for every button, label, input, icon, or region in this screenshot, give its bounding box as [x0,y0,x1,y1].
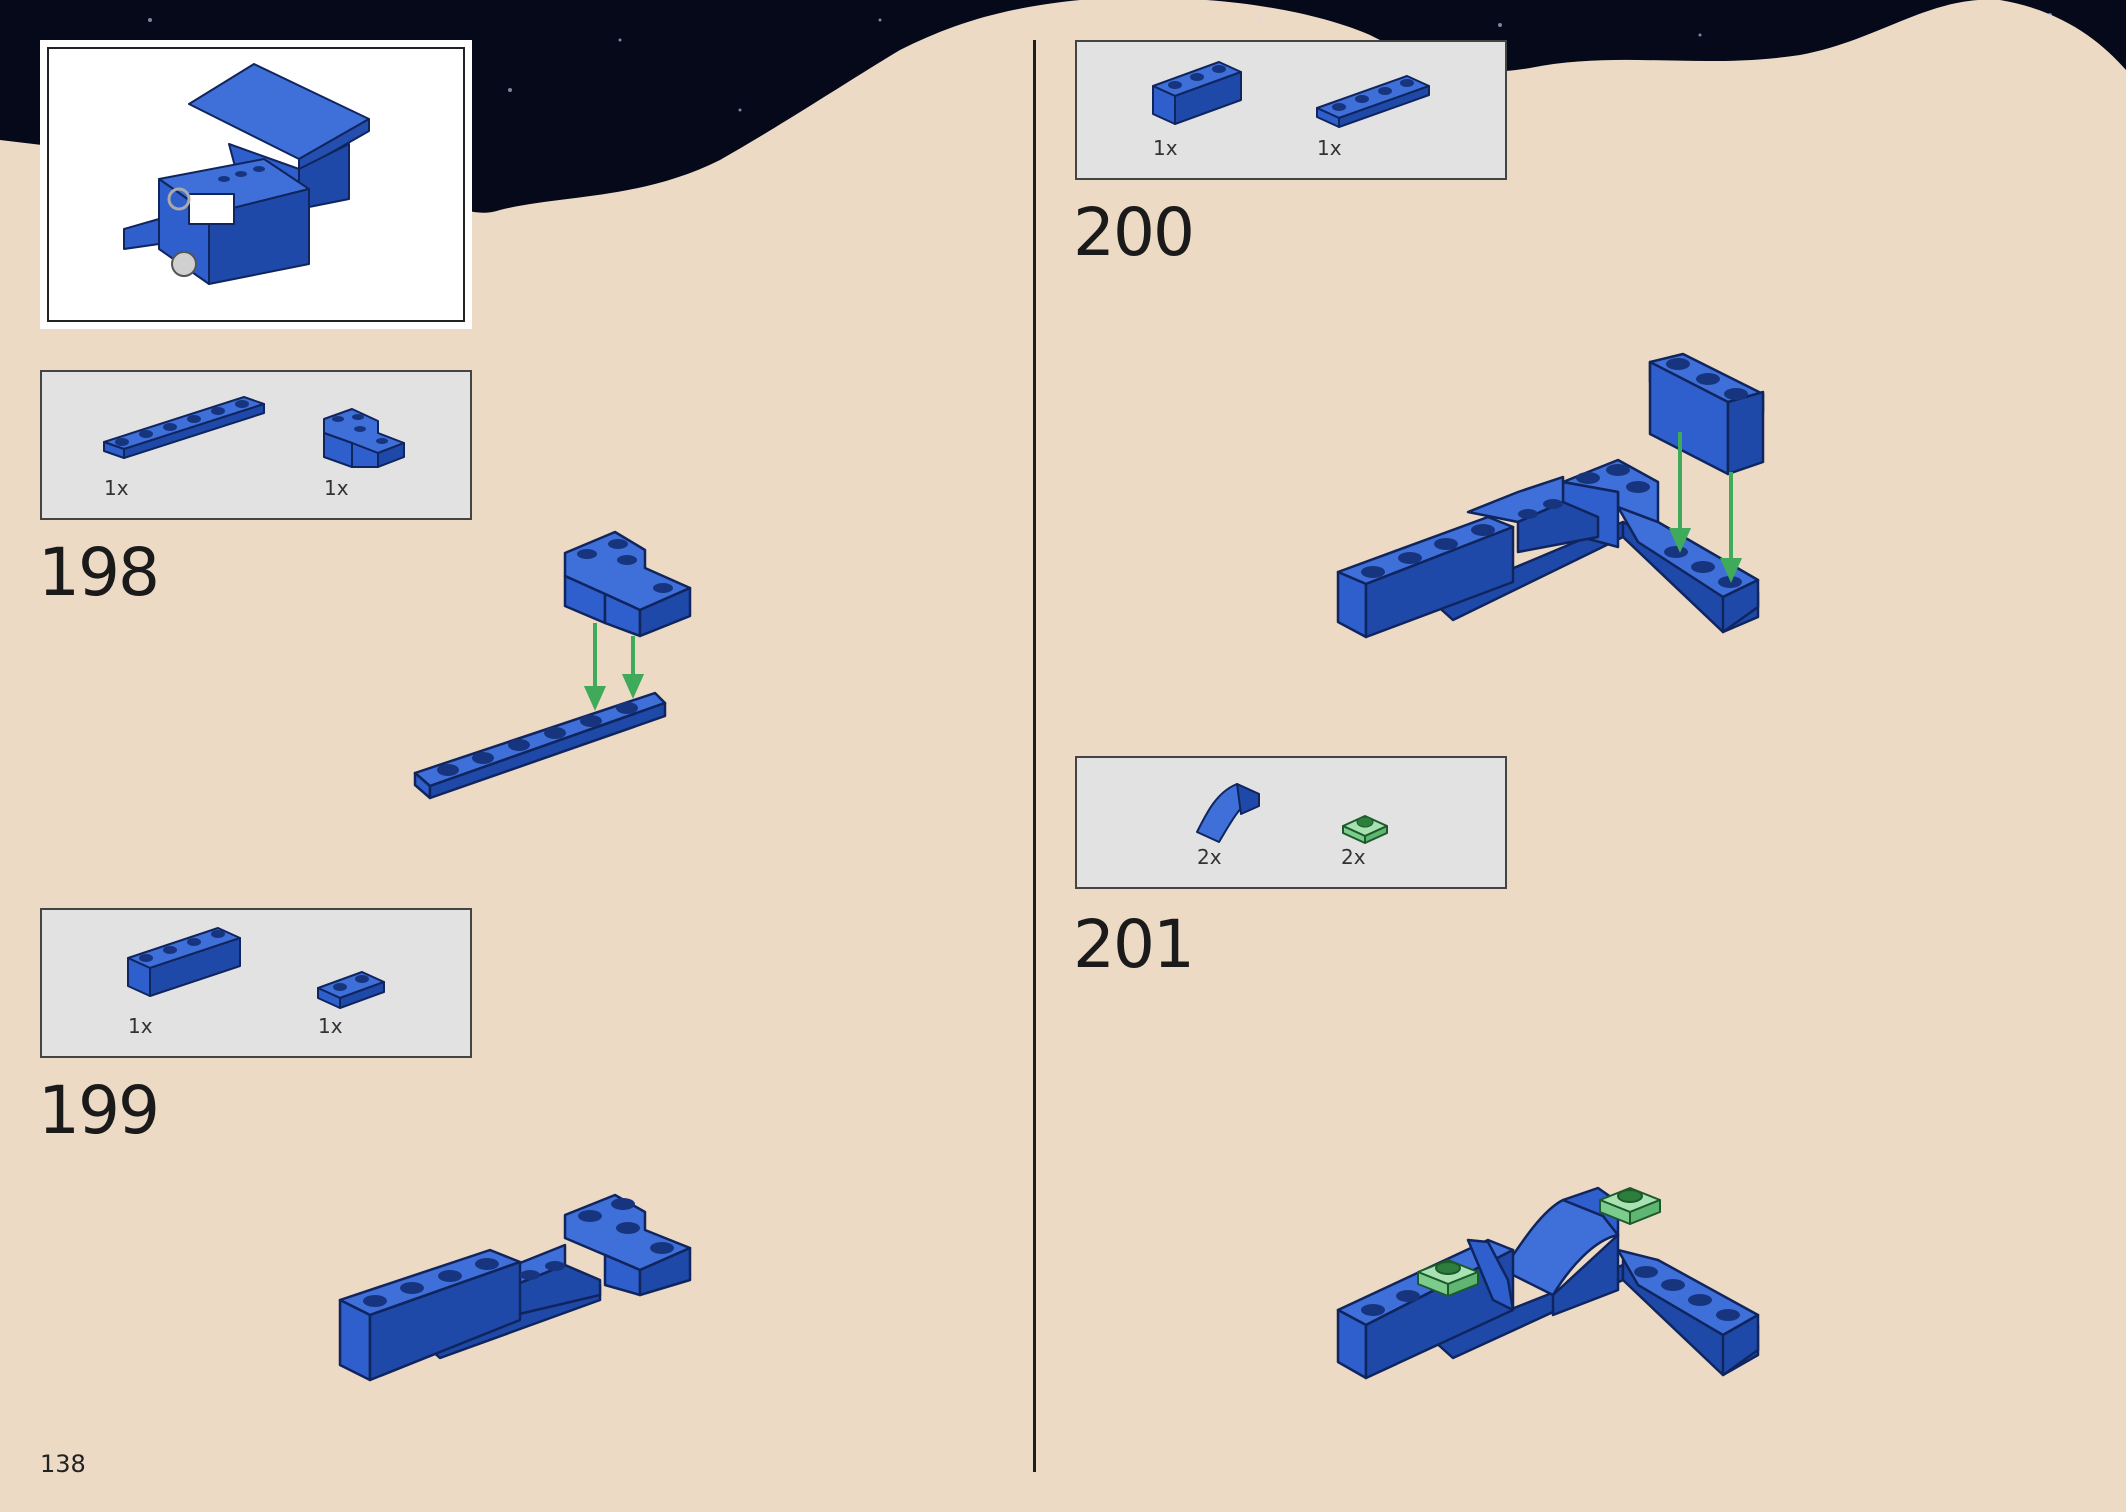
brick-2x2-corner-icon [323,408,405,468]
part-qty: 1x [1317,136,1342,160]
step-198-assembly-icon [413,530,692,800]
parts-panel-step-200: 1x 1x [1075,40,1507,180]
slope-curved-icon [1196,783,1260,843]
part-qty: 1x [324,476,349,500]
step-200-assembly-icon [1336,352,1765,639]
brick-1x4-icon [127,927,241,997]
part-qty: 1x [128,1014,153,1038]
parts-panel-step-199: 1x 1x [40,908,472,1058]
assembly-preview [40,40,472,329]
part-qty: 2x [1197,845,1222,869]
page-number: 138 [40,1450,86,1478]
step-number: 200 [1073,194,1195,271]
part-qty: 1x [318,1014,343,1038]
parts-panel-step-201: 2x 2x [1075,756,1507,889]
brick-1x3-icon [1152,61,1242,125]
plate-1x4-icon [1316,75,1430,128]
plate-1x2-icon [317,971,385,1009]
part-qty: 2x [1341,845,1366,869]
step-201-assembly-icon [1336,1186,1760,1380]
step-number: 199 [38,1072,160,1149]
assembly-preview-icon [123,63,370,285]
tile-1x1-trans-green-icon [1342,815,1388,844]
step-number: 198 [38,534,160,611]
parts-panel-step-198: 1x 1x [40,370,472,520]
step-number: 201 [1073,906,1195,983]
part-qty: 1x [104,476,129,500]
page-divider [1033,40,1036,1472]
plate-1x6-icon [103,396,265,459]
part-qty: 1x [1153,136,1178,160]
step-199-assembly-icon [338,1193,692,1382]
